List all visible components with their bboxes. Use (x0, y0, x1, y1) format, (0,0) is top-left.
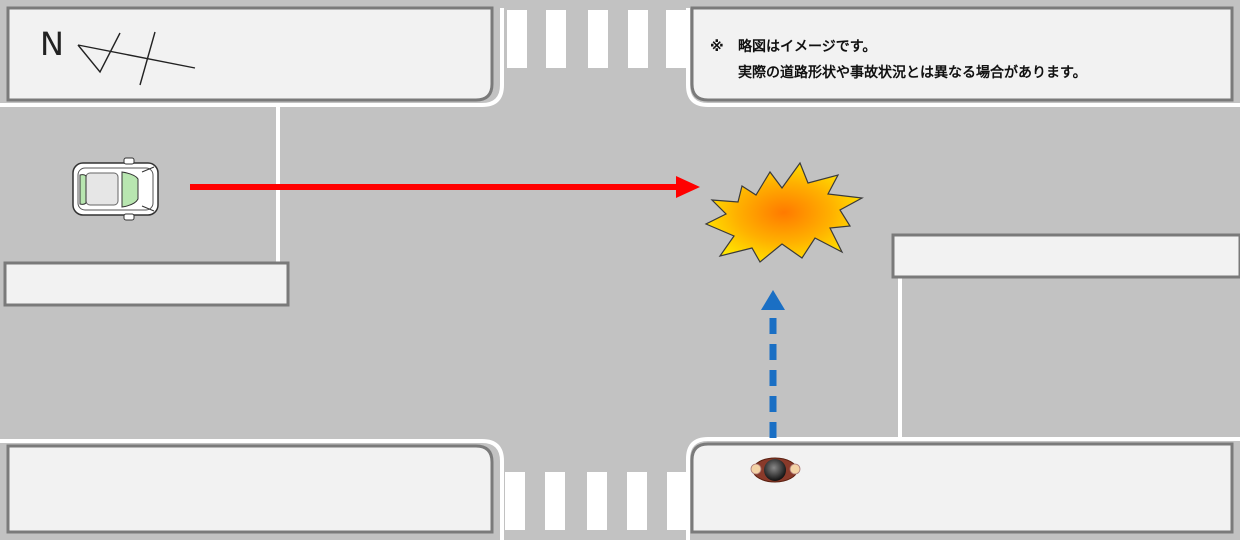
car-path-arrow (190, 176, 700, 198)
compass-north-label: N (40, 25, 64, 63)
pedestrian-icon (750, 457, 801, 483)
note-line-2: 実際の道路形状や事故状況とは異なる場合があります。 (738, 65, 1087, 81)
collision-burst-icon (704, 161, 864, 263)
note-mark: ※ (710, 39, 724, 55)
sidewalk-bottom-left (6, 444, 494, 534)
sidewalk-bottom-right (690, 442, 1234, 534)
car-icon (72, 157, 159, 221)
stop-slab-east (891, 233, 1240, 279)
sidewalk-top-left (6, 6, 494, 102)
north-arrow-icon (77, 31, 196, 86)
sidewalk-top-right (690, 6, 1234, 102)
pedestrian-path-arrow (761, 290, 785, 438)
crosswalk-north (507, 10, 686, 68)
crosswalk-south (505, 472, 687, 530)
stop-slab-west (3, 261, 290, 307)
disclaimer-note: ※ 略図はイメージです。 実際の道路形状や事故状況とは異なる場合があります。 (710, 34, 1087, 86)
note-line-1: 略図はイメージです。 (738, 39, 877, 55)
